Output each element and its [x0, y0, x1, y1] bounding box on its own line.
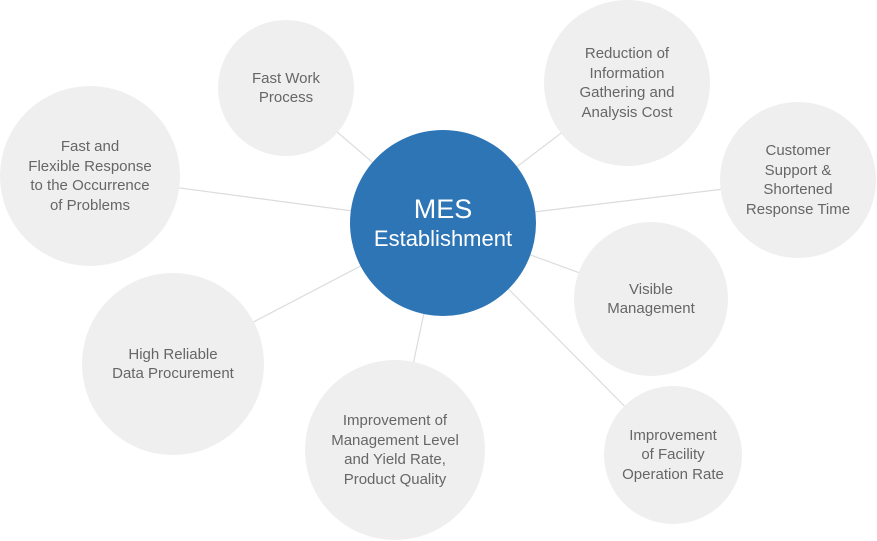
center-subtitle: Establishment — [373, 226, 513, 251]
benefit-node-customer-support: Customer Support & Shortened Response Ti… — [720, 102, 876, 258]
benefit-node-reduction-of-information-cost: Reduction of Information Gathering and A… — [544, 0, 710, 166]
benefit-node-facility-operation-rate: Improvement of Facility Operation Rate — [604, 386, 742, 524]
benefit-node-management-level-yield: Improvement of Management Level and Yiel… — [305, 360, 485, 540]
center-title: MES — [413, 194, 473, 224]
benefit-label: Fast Work Process — [251, 69, 321, 107]
benefit-label: Improvement of Facility Operation Rate — [622, 426, 724, 483]
benefit-label: Improvement of Management Level and Yiel… — [331, 412, 459, 488]
benefit-label: High Reliable Data Procurement — [112, 345, 234, 383]
mes-center-node: MES Establishment — [350, 130, 536, 316]
benefit-label: Reduction of Information Gathering and A… — [579, 45, 675, 121]
benefit-label: Visible Management — [607, 280, 695, 318]
benefit-node-fast-work-process: Fast Work Process — [218, 20, 354, 156]
benefit-node-fast-flexible-response: Fast and Flexible Response to the Occurr… — [0, 86, 180, 266]
benefit-node-visible-management: Visible Management — [574, 222, 728, 376]
benefit-label: Customer Support & Shortened Response Ti… — [745, 142, 851, 218]
benefit-node-reliable-data-procurement: High Reliable Data Procurement — [82, 273, 264, 455]
benefit-label: Fast and Flexible Response to the Occurr… — [28, 138, 152, 214]
